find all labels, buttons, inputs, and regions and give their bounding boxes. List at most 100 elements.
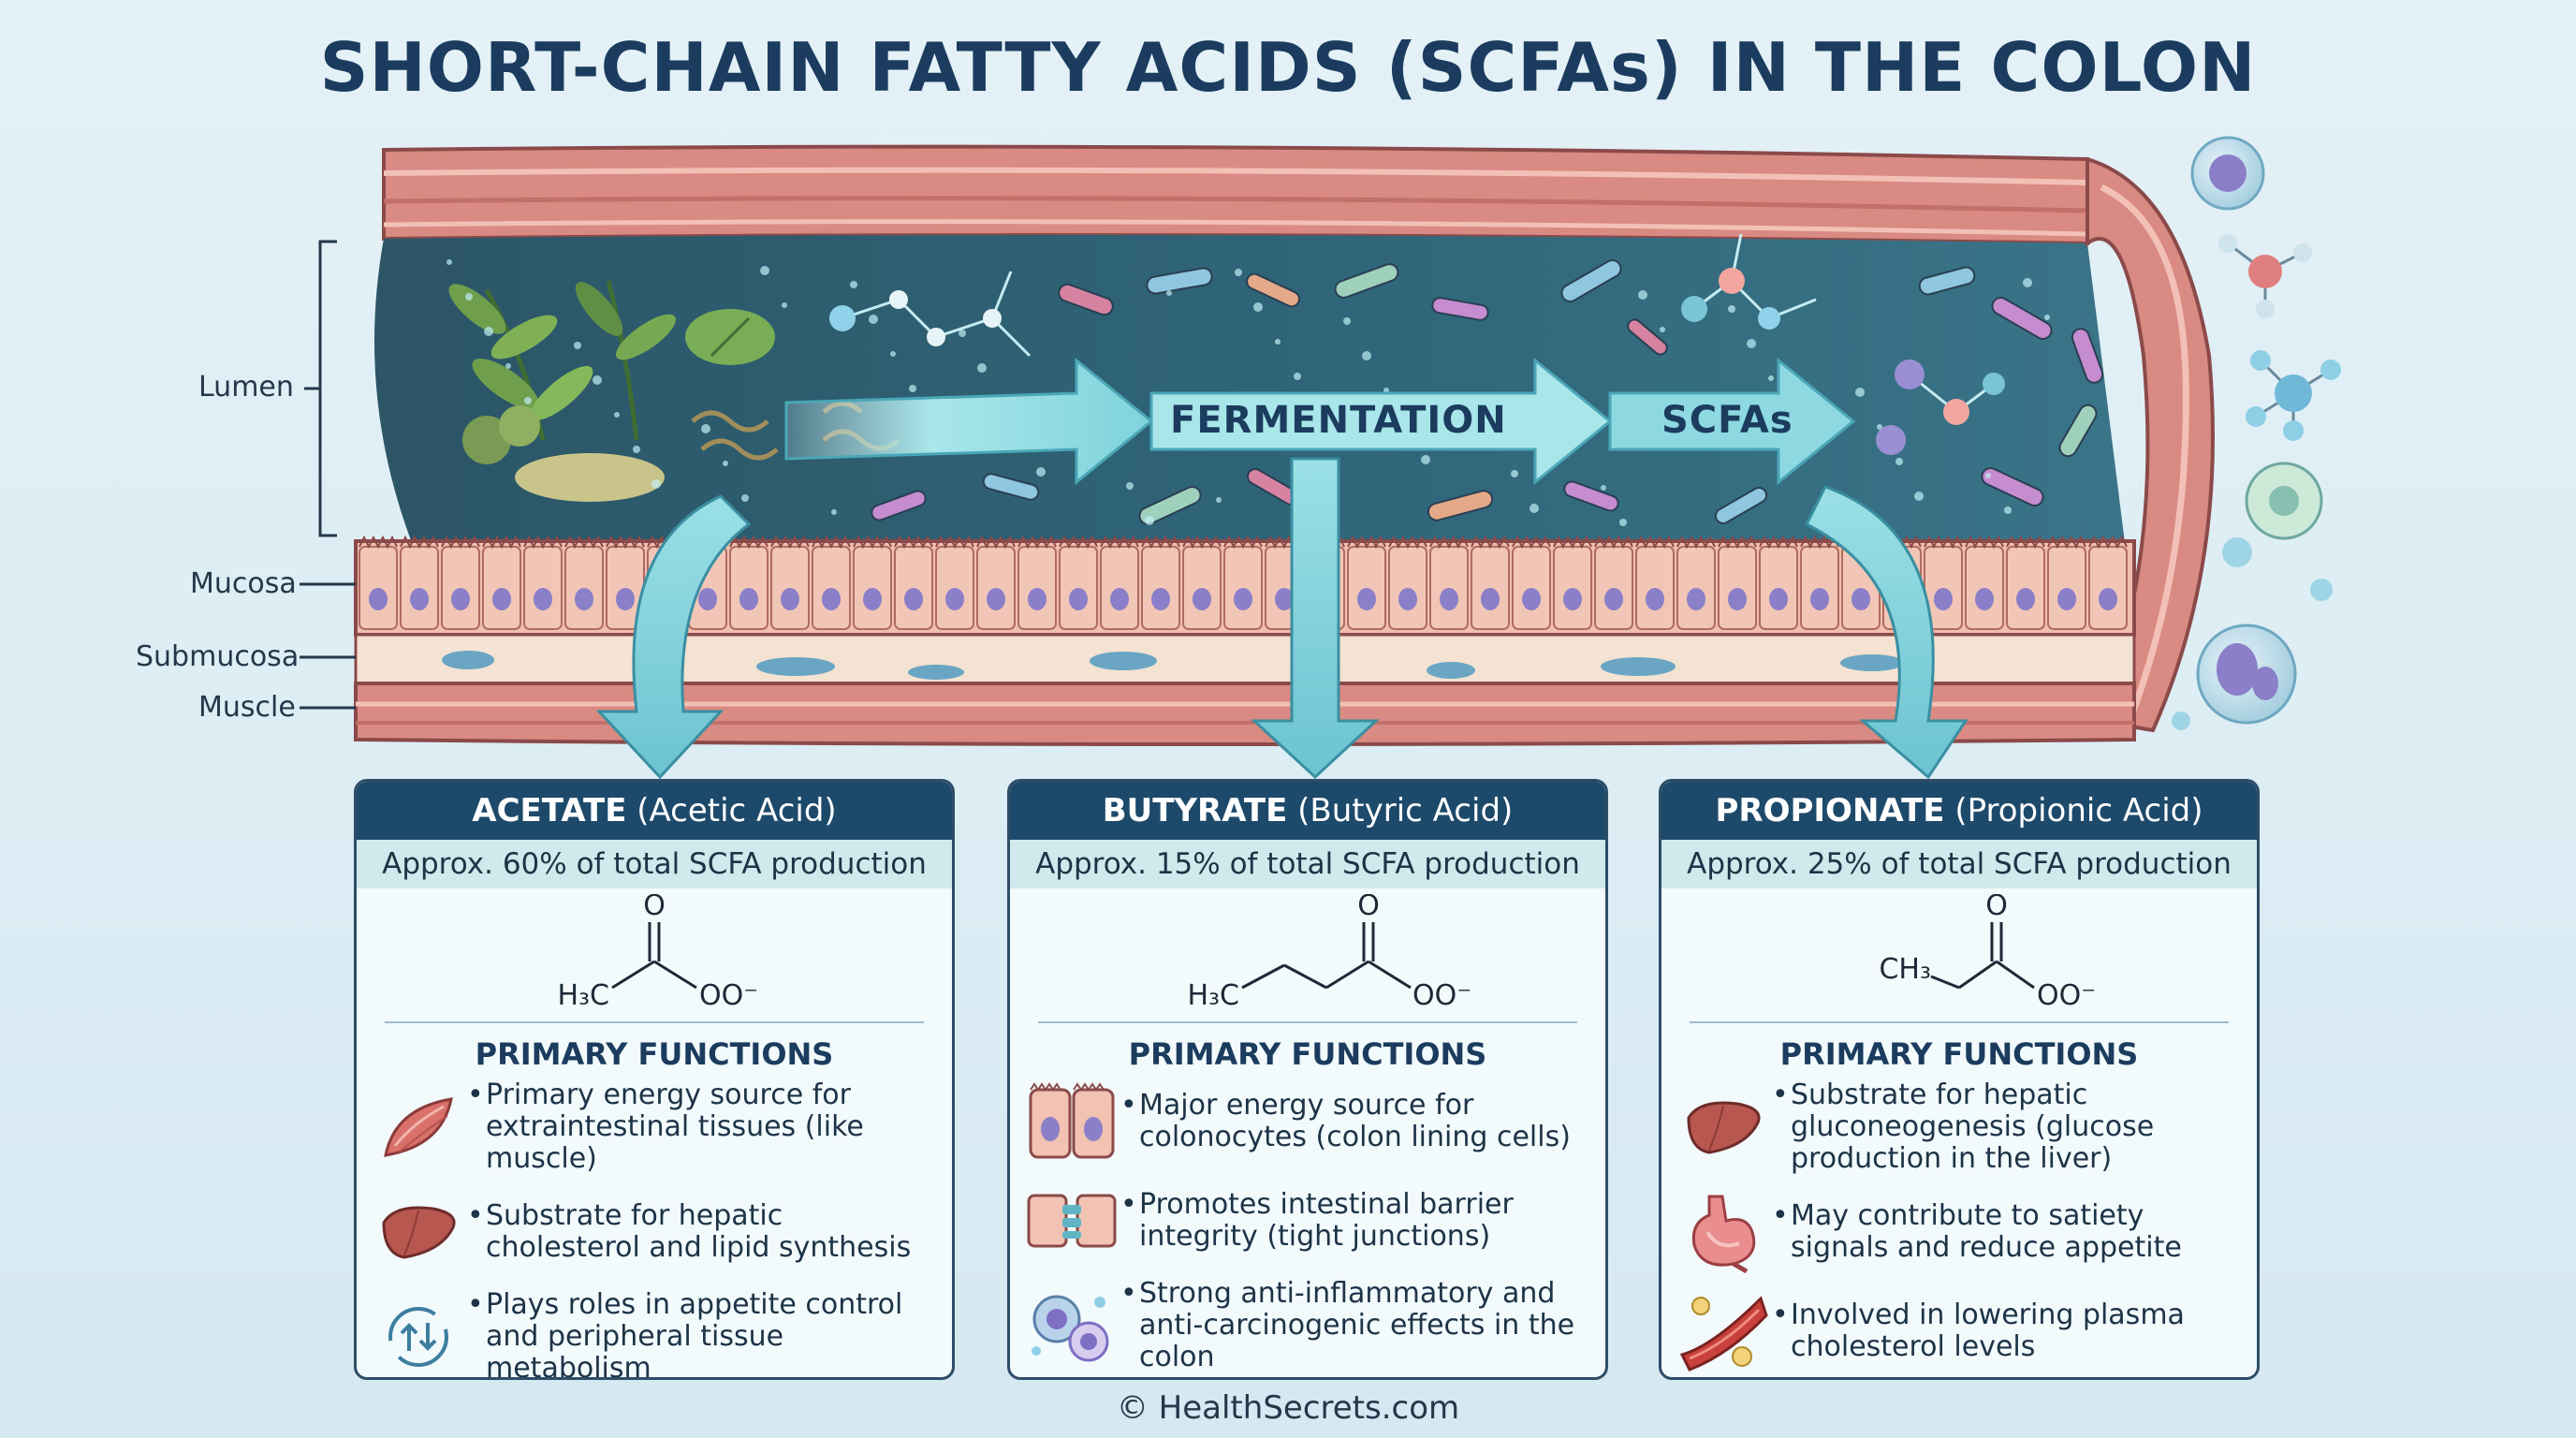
submucosa-layer [354, 633, 2136, 685]
particle [2023, 278, 2032, 287]
list-item: Substrate for hepatic cholesterol and li… [370, 1190, 935, 1274]
formula-anion: OO⁻ [2037, 979, 2096, 1012]
cell-nucleus [1975, 588, 1994, 610]
particle [1530, 504, 1539, 513]
liver-icon [370, 1190, 467, 1274]
particle [723, 461, 728, 466]
microvilli [1471, 535, 1510, 550]
panel-divider [385, 1021, 924, 1023]
colonocyte-cells-icon [1023, 1079, 1120, 1164]
fermentation-label: FERMENTATION [1170, 399, 1507, 442]
cell-nucleus [492, 588, 511, 610]
layer-label-muscle: Muscle [198, 691, 296, 724]
microvilli [1100, 535, 1139, 550]
cell-nucleus [987, 588, 1005, 610]
functions-title: PRIMARY FUNCTIONS [475, 1036, 834, 1072]
particle [524, 397, 532, 404]
formula-oxygen: O [643, 894, 666, 922]
particle [593, 375, 602, 385]
microvilli [1429, 535, 1469, 550]
stomach-icon [1675, 1190, 1772, 1274]
particle [1421, 455, 1430, 464]
panel-header: PROPIONATE (Propionic Acid) [1661, 782, 2257, 840]
bacterium [1146, 267, 1213, 295]
function-text: Strong anti-inflammatory and anti-carcin… [1120, 1278, 1588, 1373]
butyrate-panel: BUTYRATE (Butyric Acid) Approx. 15% of t… [1007, 779, 1608, 1380]
bacterium [1427, 490, 1494, 521]
butyrate-structure: O H₃C OO⁻ [1187, 894, 1471, 1012]
cell-nucleus [1810, 588, 1829, 610]
cell-nucleus [822, 588, 841, 610]
particle [1145, 516, 1154, 525]
panel-production-stat: Approx. 60% of total SCFA production [357, 840, 952, 888]
bacterium [982, 473, 1040, 501]
cell-nucleus [1604, 588, 1623, 610]
microvilli [1676, 535, 1716, 550]
cell-nucleus [2057, 588, 2076, 610]
particle [1855, 388, 1865, 397]
particle [446, 259, 452, 265]
function-text: Plays roles in appetite control and peri… [467, 1289, 935, 1378]
particle [1638, 290, 1647, 300]
acetate-panel: ACETATE (Acetic Acid) Approx. 60% of tot… [354, 779, 955, 1380]
panel-header: BUTYRATE (Butyric Acid) [1010, 782, 1605, 840]
microvilli [1759, 535, 1798, 550]
microvilli [1924, 535, 1963, 550]
bacterium [1981, 467, 2044, 506]
particle [1747, 339, 1756, 348]
propionate-down-arrow [1804, 485, 1969, 780]
particle [977, 363, 987, 373]
panel-acid-name: PROPIONATE [1715, 792, 1945, 829]
list-item: Plays roles in appetite control and peri… [370, 1289, 935, 1378]
formula-anion: OO⁻ [1412, 979, 1471, 1012]
immune-cells-icon [1023, 1284, 1120, 1368]
bacterium [1138, 486, 1202, 525]
dietary-fiber-icon [448, 280, 900, 502]
particle [831, 509, 837, 515]
layer-leader-lines [300, 582, 356, 710]
acetate-structure: O H₃C OO⁻ [557, 894, 758, 1012]
tight-junction-icon [1023, 1179, 1120, 1263]
particle [633, 446, 640, 453]
microvilli [1965, 535, 2004, 550]
cell-nucleus [1687, 588, 1705, 610]
propionate-panel: PROPIONATE (Propionic Acid) Approx. 25% … [1659, 779, 2260, 1380]
list-item: Substrate for hepatic gluconeogenesis (g… [1675, 1079, 2240, 1175]
functions-title: PRIMARY FUNCTIONS [1779, 1036, 2139, 1072]
cell-nucleus [1646, 588, 1664, 610]
butyrate-down-arrow [1251, 457, 1380, 780]
bacterium [1918, 266, 1976, 296]
particle [574, 342, 581, 349]
microvilli [1017, 535, 1057, 550]
particle [1728, 305, 1735, 313]
particle [1511, 470, 1518, 477]
microvilli [812, 535, 851, 550]
function-text: May contribute to satiety signals and re… [1772, 1200, 2240, 1264]
cell-nucleus [863, 588, 882, 610]
particle [701, 424, 710, 433]
microvilli [1594, 535, 1633, 550]
cell-nucleus [410, 588, 429, 610]
panel-production-stat: Approx. 15% of total SCFA production [1010, 840, 1605, 888]
particle [1253, 302, 1263, 312]
microvilli [1388, 535, 1427, 550]
formula-oxygen: O [1357, 894, 1380, 922]
layer-label-lumen: Lumen [198, 371, 294, 404]
panel-acid-subname: (Propionic Acid) [1954, 792, 2203, 829]
cell-nucleus [781, 588, 799, 610]
particle [909, 385, 916, 392]
microvilli [1512, 535, 1551, 550]
cell-nucleus [1193, 588, 1211, 610]
cell-nucleus [616, 588, 635, 610]
microvilli [441, 535, 480, 550]
bacterium [1714, 487, 1768, 524]
cell-nucleus [1440, 588, 1458, 610]
liver-icon [1675, 1085, 1772, 1169]
microvilli [1553, 535, 1592, 550]
upper-muscle-layer [382, 144, 2089, 246]
microvilli [935, 535, 974, 550]
bacterium [1058, 283, 1114, 316]
cell-nucleus [1934, 588, 1953, 610]
cell-nucleus [1234, 588, 1252, 610]
